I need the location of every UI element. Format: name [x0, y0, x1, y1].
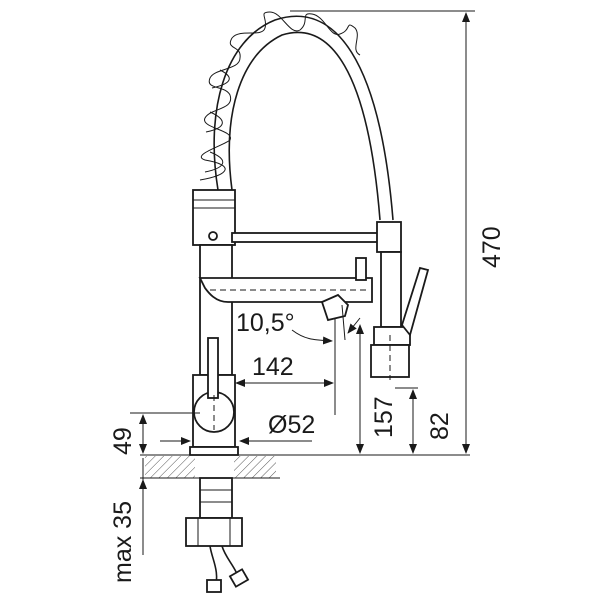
- lever-height-label: 49: [109, 427, 137, 455]
- total-height-label: 470: [478, 226, 506, 268]
- dimension-lines: [130, 10, 475, 555]
- spring-hose: [199, 11, 394, 221]
- spout-height-label: 157: [370, 396, 398, 438]
- mounting-shank-and-hoses: [185, 477, 250, 593]
- spout-reach-label: 142: [252, 353, 294, 381]
- spray-head-height-label: 82: [426, 412, 454, 440]
- spray-head: [370, 221, 430, 380]
- base-diameter-label: Ø52: [268, 411, 315, 439]
- spout-angle-label: 10,5°: [236, 309, 295, 337]
- faucet-body: [189, 189, 383, 456]
- countertop: [140, 454, 470, 479]
- max-counter-thickness-label: max 35: [109, 501, 137, 583]
